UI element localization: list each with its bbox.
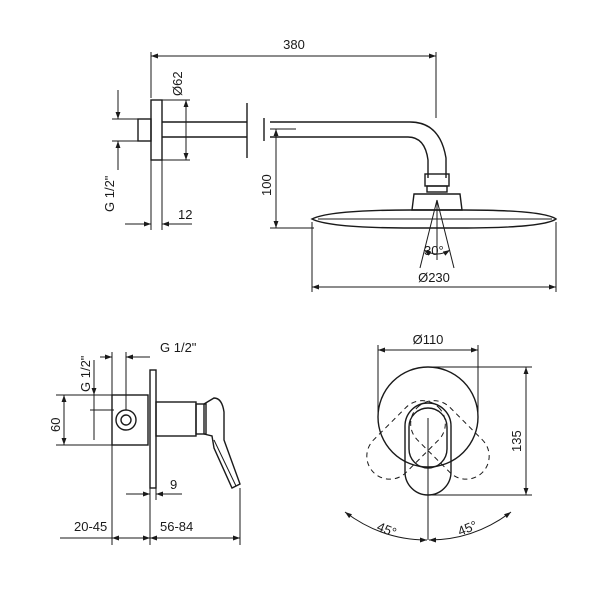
dim-valve-thread-vertical: G 1/2" xyxy=(78,355,114,440)
dim-wall-gap: 12 xyxy=(125,160,192,230)
arm-bend xyxy=(270,121,447,178)
label-arm-length: 380 xyxy=(283,37,305,52)
mixer-valve-front: 45° 45° xyxy=(344,366,512,543)
cover-plate xyxy=(149,369,157,489)
dim-plate-diameter: Ø110 xyxy=(377,332,479,417)
rotation-arc-right xyxy=(428,511,512,543)
dim-valve-thread-horizontal: G 1/2" xyxy=(100,340,197,410)
dim-head-diameter: Ø230 xyxy=(311,222,557,292)
label-body-height: 60 xyxy=(48,418,63,432)
label-plate-thickness: 9 xyxy=(170,477,177,492)
spray-angle-arc xyxy=(423,249,451,256)
thread-stub xyxy=(137,118,152,142)
label-valve-thread-horizontal: G 1/2" xyxy=(160,340,197,355)
dim-drop-height: 100 xyxy=(259,128,314,229)
label-valve-thread-vertical: G 1/2" xyxy=(78,355,93,392)
label-plate-diameter: Ø110 xyxy=(413,332,444,347)
rotation-arc-left xyxy=(344,511,428,543)
label-handle-range: 56-84 xyxy=(160,519,193,534)
dim-depth-ranges: 20-45 56-84 xyxy=(60,445,241,545)
dim-flange-diameter: Ø62 xyxy=(162,71,190,161)
dim-handle-height: 135 xyxy=(430,366,532,496)
handle-rotated-left xyxy=(366,400,446,480)
label-drop-height: 100 xyxy=(259,174,274,196)
label-handle-height: 135 xyxy=(509,430,524,452)
dim-thread-top: G 1/2" xyxy=(102,90,138,212)
label-head-diameter: Ø230 xyxy=(418,270,450,285)
dim-arm-length: 380 xyxy=(150,37,437,118)
spray-cone-line xyxy=(419,199,438,269)
dim-body-height: 60 xyxy=(48,394,112,446)
wall-flange xyxy=(150,99,163,161)
shower-arm-assembly xyxy=(137,99,558,269)
label-rotation-right: 45° xyxy=(456,518,480,539)
label-wall-gap: 12 xyxy=(178,207,192,222)
valve-body xyxy=(111,394,149,446)
mixer-valve-side xyxy=(111,369,241,489)
lever-handle xyxy=(203,397,241,489)
label-spray-angle: 30° xyxy=(424,243,444,258)
handle-rotated-right xyxy=(410,400,490,480)
label-depth-range: 20-45 xyxy=(74,519,107,534)
inlet-port xyxy=(115,409,137,431)
label-thread-top: G 1/2" xyxy=(102,175,117,212)
label-flange-diameter: Ø62 xyxy=(170,71,185,96)
label-rotation-left: 45° xyxy=(375,519,399,540)
shower-head-plate xyxy=(310,209,558,229)
cartridge xyxy=(155,401,197,437)
